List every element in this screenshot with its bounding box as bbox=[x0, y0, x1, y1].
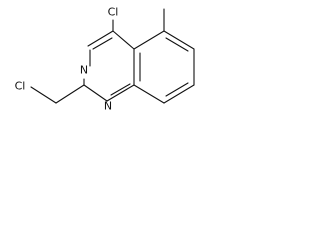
chlorine-label-top: Cl bbox=[108, 6, 119, 19]
atom-labels: Cl N N Cl bbox=[15, 6, 119, 113]
bond-c2-ch2 bbox=[55, 84, 85, 104]
nitrogen-label-n3: N bbox=[80, 64, 88, 77]
bond-c2-n1 bbox=[83, 84, 108, 102]
bond-c8-c8a bbox=[133, 84, 165, 104]
bond-c7-c8 bbox=[163, 84, 195, 104]
bond-c5-c6 bbox=[163, 30, 195, 50]
bond-c7-c8-double bbox=[165, 82, 189, 97]
bond-c4-n3-double bbox=[92, 37, 113, 50]
bond-c4a-c5 bbox=[133, 30, 165, 50]
bond-n1-c8a bbox=[106, 84, 135, 102]
nitrogen-label-n1: N bbox=[104, 100, 112, 113]
chlorine-label-left: Cl bbox=[15, 80, 26, 93]
bond-group bbox=[30, 8, 195, 104]
bond-c4-n3 bbox=[87, 30, 114, 47]
bond-c4a-c4 bbox=[112, 30, 135, 50]
chemical-structure: Cl N N Cl bbox=[15, 6, 195, 113]
bond-n1-c8a-double bbox=[110, 83, 131, 96]
bond-ch2-cl bbox=[30, 86, 57, 104]
bond-c5-c6-double bbox=[165, 37, 189, 52]
